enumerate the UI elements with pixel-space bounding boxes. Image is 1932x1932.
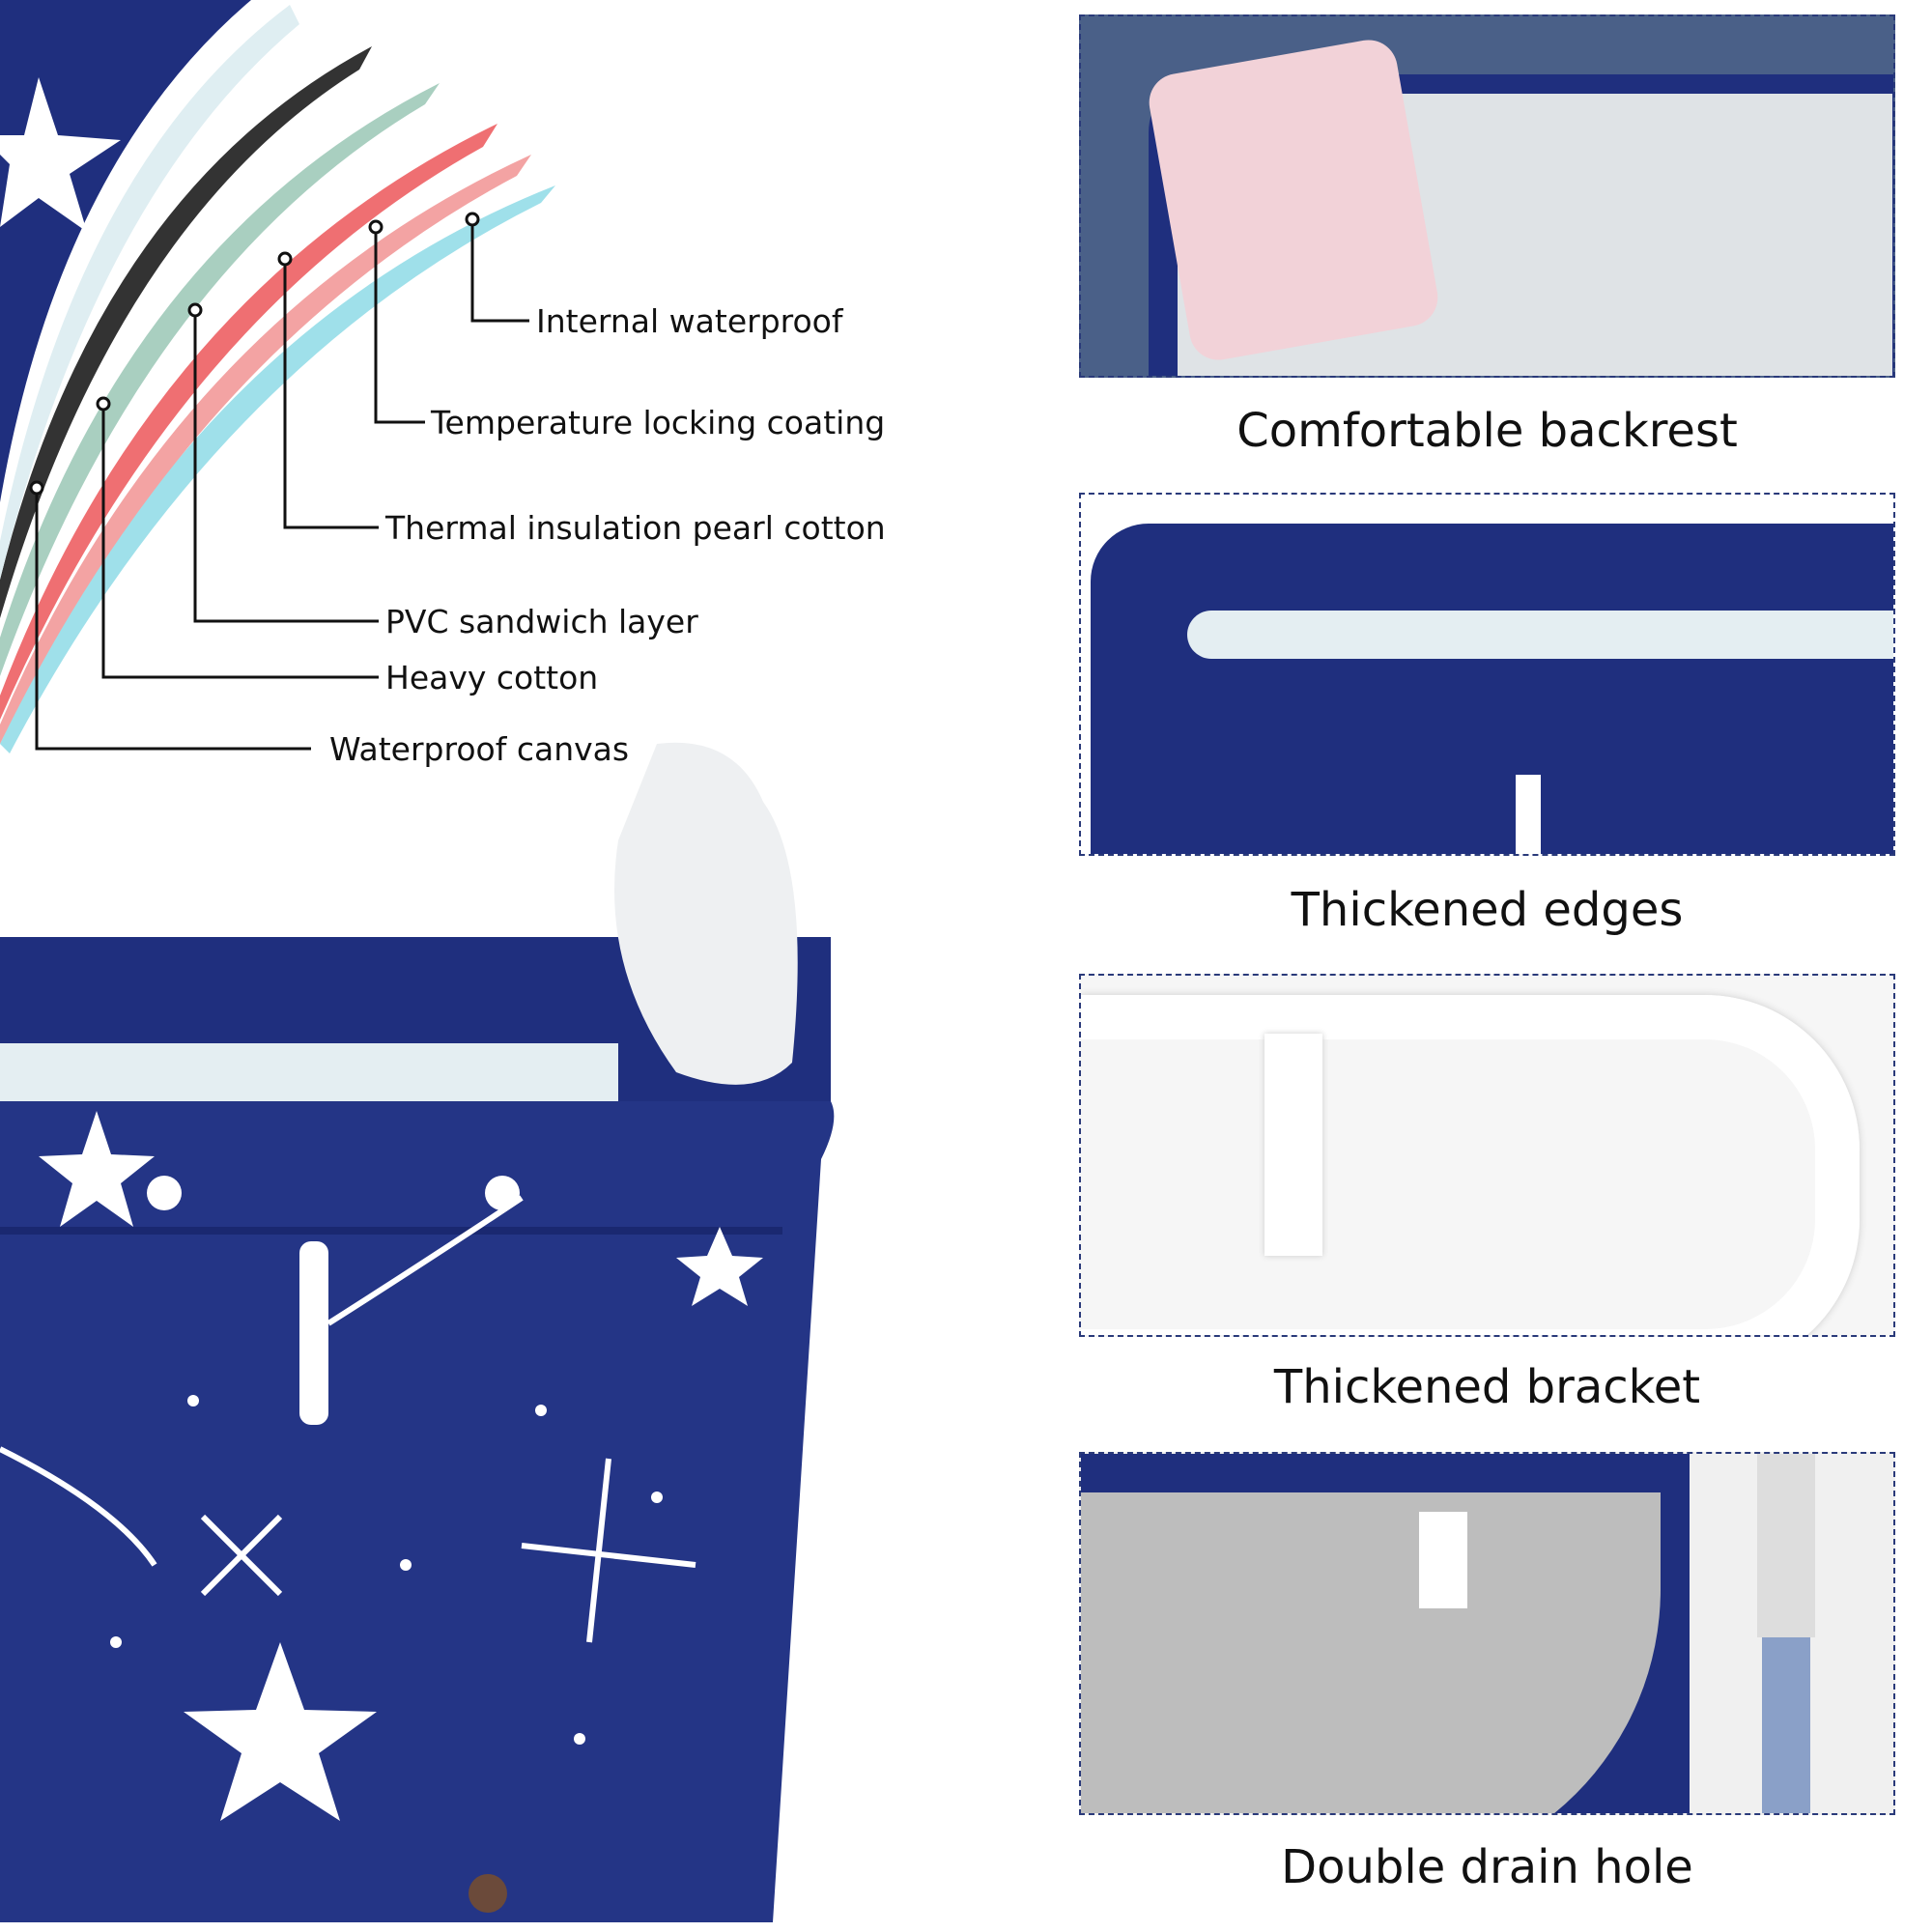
feature-caption: Thickened edges [1291, 883, 1684, 937]
feature-image-edges [1079, 493, 1895, 856]
star-icon [0, 77, 121, 232]
feature-image-drain [1079, 1452, 1895, 1815]
layer-label: PVC sandwich layer [385, 603, 698, 640]
layer-label: Heavy cotton [385, 659, 598, 696]
layer-label: Thermal insulation pearl cotton [384, 509, 886, 547]
feature-image-bracket [1079, 974, 1895, 1337]
feature-caption: Thickened bracket [1273, 1360, 1701, 1414]
bathtub-image [0, 742, 835, 1922]
layer-label: Temperature locking coating [430, 404, 885, 441]
printed-fabric [0, 0, 251, 502]
layer-label: Internal waterproof [536, 302, 844, 340]
feature-caption: Comfortable backrest [1236, 404, 1738, 458]
layer-label: Waterproof canvas [329, 730, 629, 768]
feature-caption: Double drain hole [1281, 1840, 1693, 1894]
feature-image-backrest [1079, 14, 1895, 378]
